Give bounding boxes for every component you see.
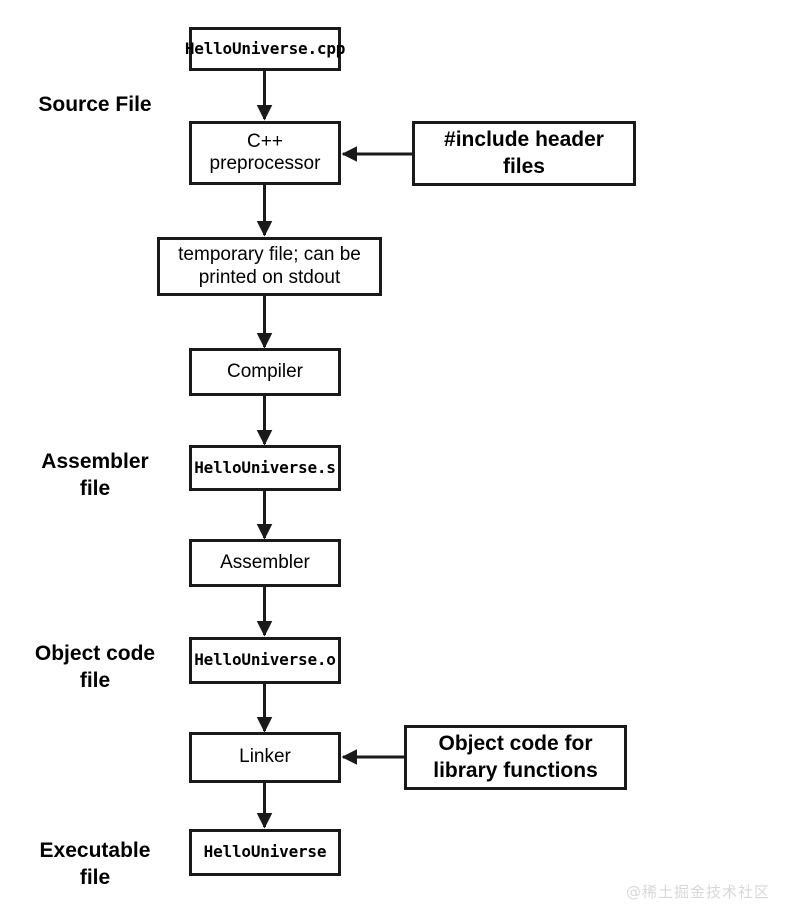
stage-label-executable-file: Executable file (39, 839, 151, 889)
node-hellouniverse-s-label: HelloUniverse.s (194, 457, 336, 477)
node-hellouniverse-s[interactable]: HelloUniverse.s (189, 445, 341, 491)
node-hellouniverse-cpp[interactable]: HelloUniverse.cpp (185, 27, 345, 71)
node-hellouniverse-exe[interactable]: HelloUniverse (189, 829, 341, 876)
node-include-header-files[interactable]: #include header files (412, 121, 636, 186)
node-hellouniverse-o[interactable]: HelloUniverse.o (189, 637, 341, 684)
watermark: @稀土掘金技术社区 (625, 883, 770, 901)
node-temporary-file-label: temporary file; can be printed on stdout (178, 244, 361, 288)
node-object-code-library-label: Object code for library functions (433, 732, 598, 782)
node-linker-label: Linker (239, 746, 291, 768)
stage-label-source-file: Source File (38, 93, 152, 116)
node-compiler-label: Compiler (226, 360, 304, 382)
node-cpp-preprocessor[interactable]: C++ preprocessor (189, 121, 341, 185)
stage-label-assembler-file: Assembler file (41, 450, 149, 500)
node-compiler[interactable]: Compiler (189, 348, 341, 396)
node-hellouniverse-cpp-label: HelloUniverse.cpp (184, 38, 346, 58)
node-hellouniverse-o-label: HelloUniverse.o (194, 650, 336, 670)
node-assembler[interactable]: Assembler (189, 539, 341, 587)
node-cpp-preprocessor-label: C++ preprocessor (209, 130, 321, 174)
node-assembler-label: Assembler (220, 551, 310, 573)
node-include-header-files-label: #include header files (444, 128, 604, 178)
node-linker[interactable]: Linker (189, 732, 341, 783)
node-object-code-library[interactable]: Object code for library functions (404, 725, 627, 790)
node-hellouniverse-exe-label: HelloUniverse (203, 842, 327, 862)
node-temporary-file[interactable]: temporary file; can be printed on stdout (157, 237, 382, 296)
stage-label-object-code-file: Object code file (34, 642, 156, 692)
